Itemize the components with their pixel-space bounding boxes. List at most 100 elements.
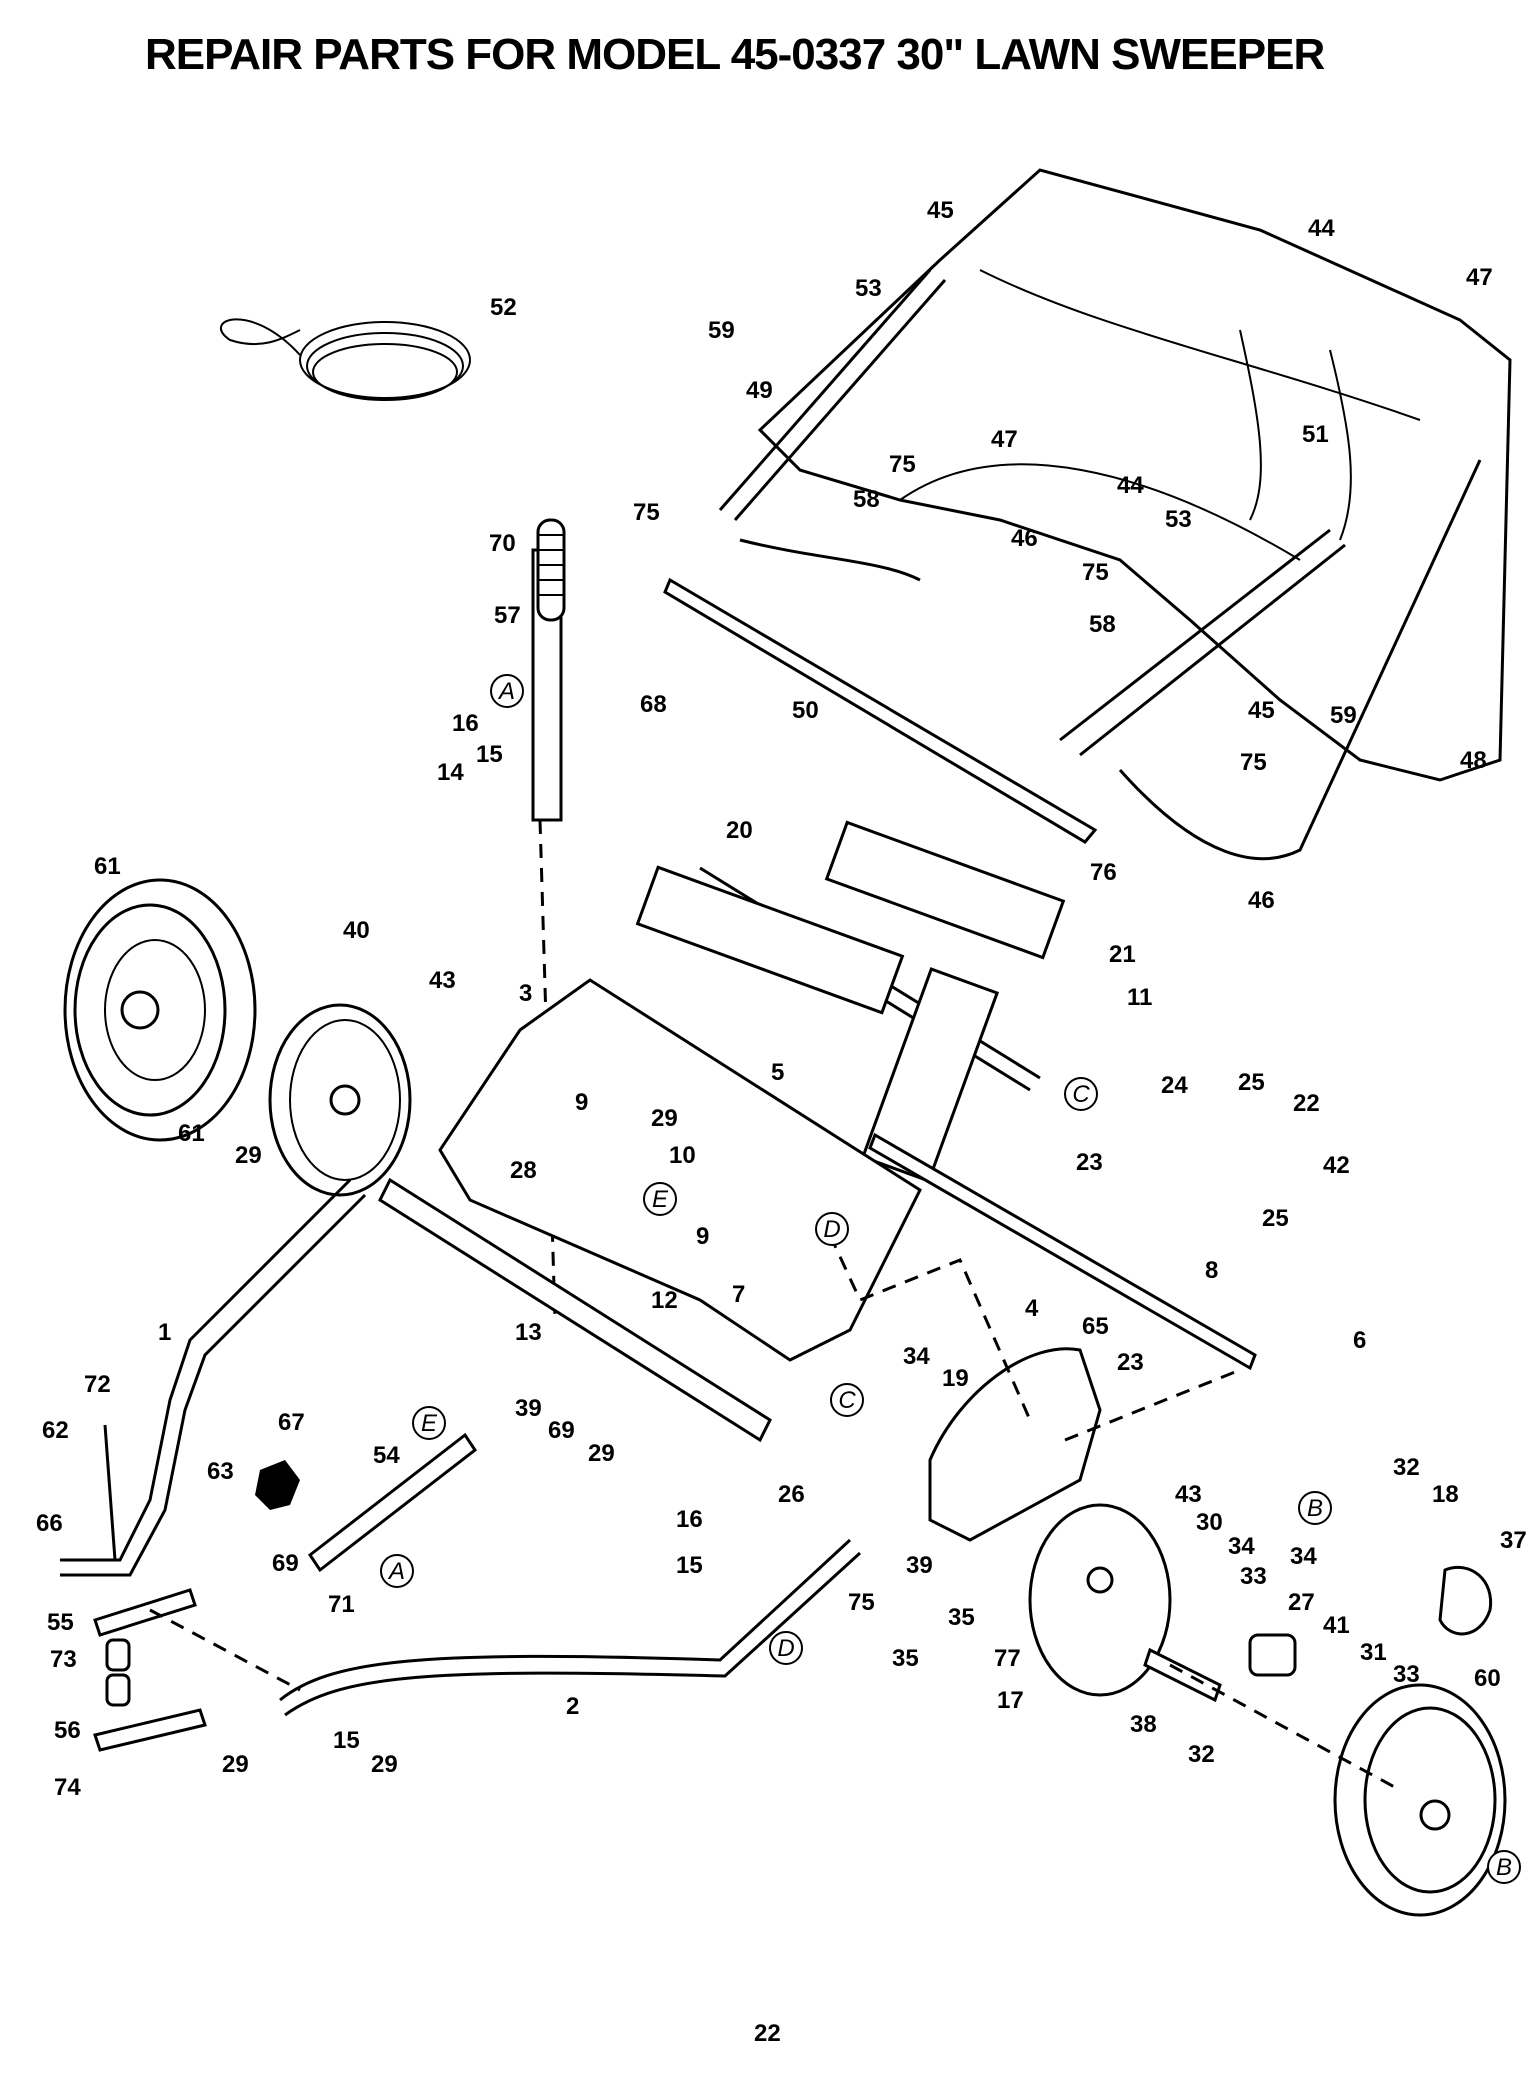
callout-42: 42 [1323, 1152, 1350, 1179]
callout-5: 5 [771, 1059, 784, 1086]
ref-marker-letter: B [1496, 1854, 1512, 1881]
callout-58: 58 [1089, 611, 1116, 638]
callout-23: 23 [1076, 1149, 1103, 1176]
cable-52 [220, 318, 471, 401]
callout-15: 15 [676, 1552, 703, 1579]
callout-9: 9 [575, 1089, 588, 1116]
callout-46: 46 [1011, 525, 1038, 552]
callout-45: 45 [1248, 697, 1275, 724]
side-plate-right [1028, 1503, 1172, 1697]
callout-4: 4 [1025, 1295, 1039, 1322]
ref-marker-letter: B [1307, 1495, 1323, 1522]
hopper-bag [757, 168, 1512, 782]
callout-43: 43 [429, 967, 456, 994]
callout-61: 61 [94, 853, 121, 880]
callout-35: 35 [948, 1604, 975, 1631]
callout-53: 53 [1165, 506, 1192, 533]
ref-marker-C: C [830, 1383, 864, 1417]
callout-35: 35 [892, 1645, 919, 1672]
wheel-right [1333, 1683, 1507, 1917]
callout-12: 12 [651, 1287, 678, 1314]
callout-47: 47 [1466, 264, 1493, 291]
hopper-frame [718, 269, 1482, 861]
page-title: REPAIR PARTS FOR MODEL 45-0337 30" LAWN … [145, 30, 1325, 79]
ref-marker-circle [830, 1383, 864, 1417]
callout-15: 15 [333, 1727, 360, 1754]
callout-65: 65 [1082, 1313, 1109, 1340]
callout-55: 55 [47, 1609, 74, 1636]
callout-17: 17 [997, 1687, 1024, 1714]
callout-68: 68 [640, 691, 667, 718]
ref-marker-letter: E [652, 1186, 669, 1213]
ref-marker-D: D [769, 1631, 803, 1665]
ref-marker-A: A [380, 1554, 414, 1588]
callout-8: 8 [1205, 1257, 1218, 1284]
callout-44: 44 [1117, 472, 1144, 499]
callout-34: 34 [1290, 1543, 1317, 1570]
callout-9: 9 [696, 1223, 709, 1250]
ref-marker-C: C [1064, 1077, 1098, 1111]
ref-marker-circle [380, 1554, 414, 1588]
ref-marker-A: A [490, 674, 524, 708]
callout-38: 38 [1130, 1711, 1157, 1738]
callout-54: 54 [373, 1442, 400, 1469]
callout-29: 29 [651, 1105, 678, 1132]
handle-tubes [60, 1178, 862, 1717]
callout-49: 49 [746, 377, 773, 404]
ref-marker-circle [490, 674, 524, 708]
callout-46: 46 [1248, 887, 1275, 914]
callout-77: 77 [994, 1645, 1021, 1672]
ref-marker-letter: E [421, 1410, 438, 1437]
callout-69: 69 [548, 1417, 575, 1444]
ref-marker-E: E [412, 1406, 446, 1440]
cap-37 [1438, 1565, 1493, 1636]
ref-marker-D: D [815, 1212, 849, 1246]
callout-2: 2 [566, 1693, 579, 1720]
callout-62: 62 [42, 1417, 69, 1444]
callout-34: 34 [903, 1343, 930, 1370]
ref-marker-B: B [1298, 1491, 1332, 1525]
callout-27: 27 [1288, 1589, 1315, 1616]
callout-24: 24 [1161, 1072, 1188, 1099]
page-number: 22 [754, 2020, 781, 2047]
callout-72: 72 [84, 1371, 111, 1398]
ref-marker-letter: C [838, 1387, 856, 1414]
ref-marker-letter: D [823, 1216, 840, 1243]
callout-32: 32 [1393, 1454, 1420, 1481]
callout-76: 76 [1090, 859, 1117, 886]
callout-15: 15 [476, 741, 503, 768]
callout-75: 75 [889, 451, 916, 478]
brush-assembly [635, 820, 1066, 1183]
callout-57: 57 [494, 602, 521, 629]
callout-67: 67 [278, 1409, 305, 1436]
link-54 [307, 1432, 478, 1573]
callout-75: 75 [1240, 749, 1267, 776]
ref-marker-letter: A [387, 1558, 405, 1585]
callout-31: 31 [1360, 1639, 1387, 1666]
ref-marker-circle [815, 1212, 849, 1246]
callout-28: 28 [510, 1157, 537, 1184]
callout-59: 59 [708, 317, 735, 344]
ref-marker-circle [412, 1406, 446, 1440]
callout-18: 18 [1432, 1481, 1459, 1508]
bar-8 [868, 1132, 1257, 1371]
callout-61: 61 [178, 1120, 205, 1147]
callout-39: 39 [906, 1552, 933, 1579]
ref-marker-letter: D [777, 1635, 794, 1662]
crossbar-12 [378, 1177, 772, 1443]
callout-6: 6 [1353, 1327, 1366, 1354]
leader-line-e [1064, 1368, 1241, 1442]
callout-51: 51 [1302, 421, 1329, 448]
callout-16: 16 [676, 1506, 703, 1533]
callout-22: 22 [1293, 1090, 1320, 1117]
callout-52: 52 [490, 294, 517, 321]
callout-7: 7 [732, 1281, 745, 1308]
callout-43: 43 [1175, 1481, 1202, 1508]
callout-14: 14 [437, 759, 464, 786]
ref-marker-E: E [643, 1182, 677, 1216]
ref-marker-circle [1064, 1077, 1098, 1111]
callout-58: 58 [853, 486, 880, 513]
callout-70: 70 [489, 530, 516, 557]
